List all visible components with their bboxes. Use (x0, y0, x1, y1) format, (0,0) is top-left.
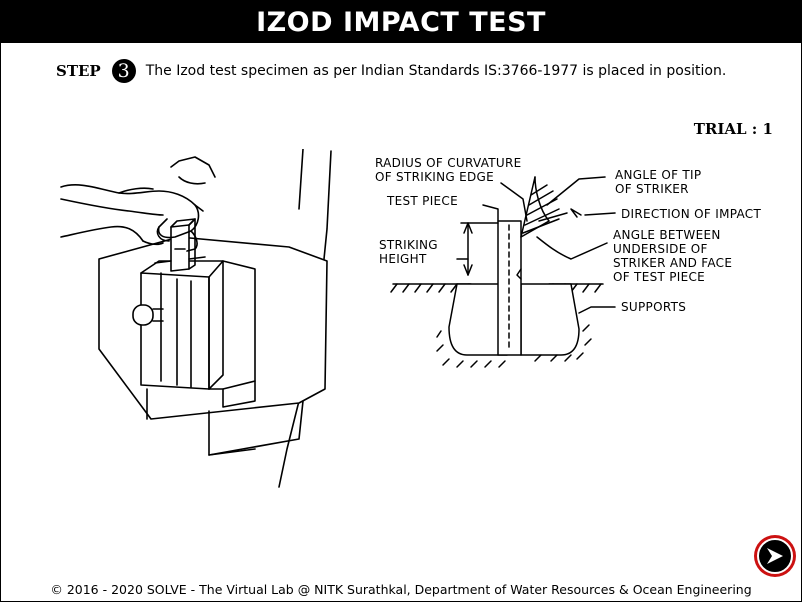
next-button[interactable] (754, 535, 796, 577)
izod-schematic-diagram: RADIUS OF CURVATURE OF STRIKING EDGE TES… (375, 156, 761, 368)
label-striking-line2: HEIGHT (379, 252, 427, 266)
label-angle-tip-line2: OF STRIKER (615, 182, 689, 196)
label-striking-line1: STRIKING (379, 238, 438, 252)
footer-copyright: © 2016 - 2020 SOLVE - The Virtual Lab @ … (50, 582, 752, 597)
next-arrow-icon (757, 538, 793, 574)
trial-indicator: TRIAL : 1 (693, 120, 773, 138)
step-label: STEP (56, 62, 101, 80)
step-description: The Izod test specimen as per Indian Sta… (145, 63, 727, 79)
label-angle-between-line3: STRIKER AND FACE (613, 256, 732, 270)
page-title-text: IZOD IMPACT TEST (256, 6, 546, 38)
label-angle-between-line2: UNDERSIDE OF (613, 242, 708, 256)
specimen-placement-illustration (60, 149, 332, 488)
label-test-piece: TEST PIECE (386, 194, 458, 208)
label-radius-line2: OF STRIKING EDGE (375, 170, 494, 184)
label-supports: SUPPORTS (621, 300, 686, 314)
step-number-badge: 3 (111, 59, 136, 83)
page-title: IZOD IMPACT TEST (1, 1, 801, 43)
label-angle-between-line4: OF TEST PIECE (613, 270, 705, 284)
label-angle-tip-line1: ANGLE OF TIP (615, 168, 701, 182)
step-instruction: STEP 3 The Izod test specimen as per Ind… (56, 58, 726, 84)
label-angle-between-line1: ANGLE BETWEEN (613, 228, 721, 242)
label-radius-line1: RADIUS OF CURVATURE (375, 156, 522, 170)
label-direction-of-impact: DIRECTION OF IMPACT (621, 207, 761, 221)
